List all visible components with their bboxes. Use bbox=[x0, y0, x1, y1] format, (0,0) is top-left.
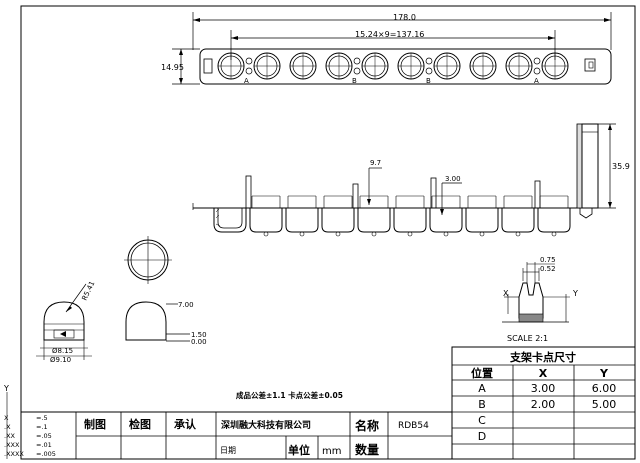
tolerance-key: .XXXX bbox=[4, 450, 24, 458]
company-name: 深圳融大科技有限公司 bbox=[221, 419, 311, 431]
top-view: 178.0 15.24×9=137.16 14.95 A B B A bbox=[161, 12, 612, 85]
tolerance-value: =.5 bbox=[36, 414, 48, 422]
title-block: X =.5 .X =.1 .XX =.05 .XXX =.01 .XXXX =.005 制图 检图… bbox=[4, 411, 453, 460]
dim-side-height: 35.9 bbox=[612, 162, 630, 171]
position-table-cell: 2.00 bbox=[531, 398, 556, 411]
dim-overall-length: 178.0 bbox=[393, 13, 416, 22]
corner-axis: Y bbox=[3, 384, 9, 459]
front-view: 9.7 3.00 bbox=[192, 159, 588, 237]
tolerance-value: =.1 bbox=[36, 423, 48, 431]
tolerance-key: X bbox=[4, 414, 9, 422]
dim-9-7: 9.7 bbox=[370, 159, 381, 167]
position-table-header: X bbox=[539, 367, 548, 380]
side-view: 35.9 bbox=[576, 123, 630, 219]
position-table-cell: 3.00 bbox=[531, 382, 556, 395]
marker-b-2: B bbox=[426, 77, 431, 85]
date-label: 日期 bbox=[220, 446, 236, 455]
marker-a-2: A bbox=[534, 77, 539, 85]
draw-label: 制图 bbox=[84, 417, 106, 431]
led-cup bbox=[249, 208, 283, 233]
clip-circle bbox=[245, 67, 253, 75]
tolerance-key: .XXX bbox=[4, 441, 20, 449]
position-table-cell: 5.00 bbox=[592, 398, 617, 411]
tolerance-key: .XX bbox=[4, 432, 16, 440]
clip-circle bbox=[245, 57, 253, 65]
dim-dia-outer: Ø9.10 bbox=[50, 356, 71, 364]
led-cup bbox=[285, 208, 319, 233]
clip-circle bbox=[533, 57, 541, 65]
dim-0-75: 0.75 bbox=[540, 256, 556, 264]
detail-y-label: Y bbox=[572, 289, 578, 298]
position-table-header: Y bbox=[599, 367, 609, 380]
dim-height: 14.95 bbox=[161, 63, 184, 72]
led-top-view bbox=[124, 236, 172, 284]
clip-circle bbox=[425, 57, 433, 65]
tolerance-note: 成品公差±1.1 卡点公差±0.05 bbox=[236, 390, 343, 400]
led-cup bbox=[465, 208, 499, 233]
clip-circle bbox=[533, 67, 541, 75]
approve-label: 承认 bbox=[174, 417, 197, 431]
led-cup bbox=[357, 208, 391, 233]
dim-0-00: 0.00 bbox=[191, 338, 207, 346]
name-value: RDB54 bbox=[398, 421, 429, 431]
tolerance-key: .X bbox=[4, 423, 11, 431]
led-side-view-2: 7.00 1.50 0.00 bbox=[125, 301, 207, 346]
dim-7-00: 7.00 bbox=[178, 301, 194, 309]
dim-3-00: 3.00 bbox=[445, 175, 461, 183]
detail-x-label: X bbox=[503, 289, 509, 298]
dim-1-50: 1.50 bbox=[191, 331, 207, 339]
name-label: 名称 bbox=[355, 418, 379, 433]
marker-a-1: A bbox=[244, 77, 249, 85]
position-table-cell: 6.00 bbox=[592, 382, 617, 395]
clip-circle bbox=[353, 57, 361, 65]
clip-circle bbox=[353, 67, 361, 75]
tolerance-value: =.01 bbox=[36, 441, 52, 449]
check-label: 检图 bbox=[129, 417, 151, 431]
position-table-cell: D bbox=[478, 430, 486, 443]
led-cup bbox=[501, 208, 535, 233]
position-table-cell: B bbox=[478, 398, 486, 411]
led-cup bbox=[537, 208, 571, 233]
clip-circle bbox=[425, 67, 433, 75]
corner-y-label: Y bbox=[3, 384, 9, 393]
led-cup bbox=[393, 208, 427, 233]
dim-pitch: 15.24×9=137.16 bbox=[355, 30, 424, 39]
detail-view: 0.75 0.52 X Y SCALE 2:1 bbox=[502, 256, 578, 343]
dim-dia-inner: Ø8.15 bbox=[52, 347, 73, 355]
scale-label: SCALE 2:1 bbox=[507, 334, 548, 343]
dim-0-52: 0.52 bbox=[540, 265, 556, 273]
unit-value: mm bbox=[322, 446, 341, 457]
led-cup bbox=[429, 208, 463, 233]
tolerance-value: =.005 bbox=[36, 450, 56, 458]
position-table-header: 位置 bbox=[471, 366, 493, 380]
position-table-cell: A bbox=[478, 382, 486, 395]
position-table-title: 支架卡点尺寸 bbox=[509, 350, 576, 364]
qty-label: 数量 bbox=[355, 442, 379, 457]
led-cup bbox=[321, 208, 355, 233]
marker-b-1: B bbox=[352, 77, 357, 85]
led-side-view-1: R5.41 Ø8.15 Ø9.10 bbox=[36, 280, 96, 364]
unit-label: 单位 bbox=[288, 443, 310, 457]
position-table-cell: C bbox=[478, 414, 486, 427]
tolerance-value: =.05 bbox=[36, 432, 52, 440]
dim-radius: R5.41 bbox=[81, 280, 97, 302]
